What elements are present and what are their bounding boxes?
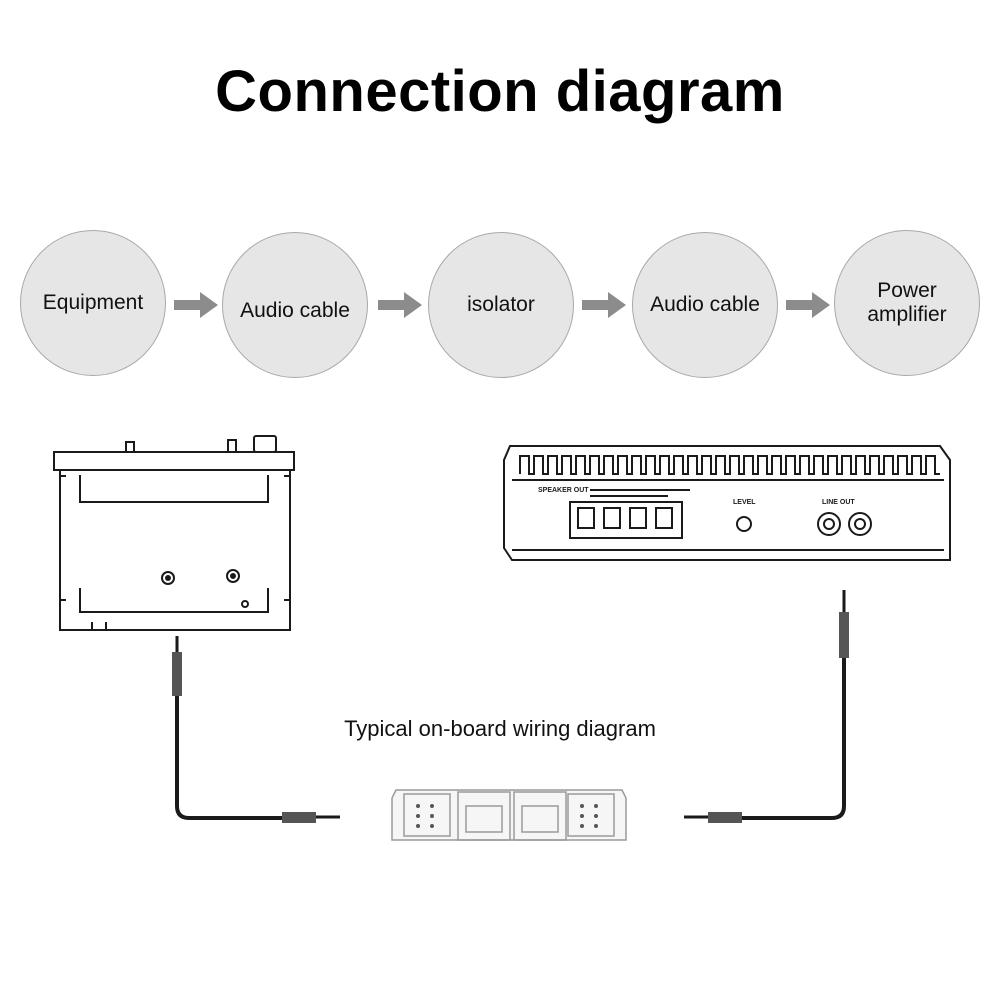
arrow-right-icon [378, 292, 422, 318]
flow-step-audio-cable-2: Audio cable [632, 232, 778, 378]
flow-step-label: Power amplifier [867, 278, 947, 326]
flow-step-label: Equipment [42, 290, 144, 314]
flow-step-audio-cable-1: Audio cable [222, 232, 368, 378]
isolator-module-illustration [391, 789, 627, 841]
level-label: LEVEL [733, 499, 756, 506]
right-audio-cable [684, 590, 849, 823]
head-unit-illustration [53, 435, 295, 631]
line-out-label: LINE OUT [822, 499, 855, 506]
flow-step-equipment: Equipment [20, 230, 166, 376]
flow-step-power-amplifier: Power amplifier [834, 230, 980, 376]
left-audio-cable [172, 636, 340, 823]
speaker-out-label: SPEAKER OUT [538, 487, 589, 494]
arrow-right-icon [582, 292, 626, 318]
arrow-right-icon [174, 292, 218, 318]
flow-step-label: isolator [467, 292, 535, 316]
heatsink-fins [519, 455, 940, 475]
flow-step-label: Audio cable [240, 298, 350, 322]
flow-step-label: Audio cable [650, 292, 760, 316]
arrow-right-icon [786, 292, 830, 318]
flow-step-isolator: isolator [428, 232, 574, 378]
wiring-diagram-label: Typical on-board wiring diagram [344, 716, 656, 741]
page-title: Connection diagram [215, 59, 785, 124]
